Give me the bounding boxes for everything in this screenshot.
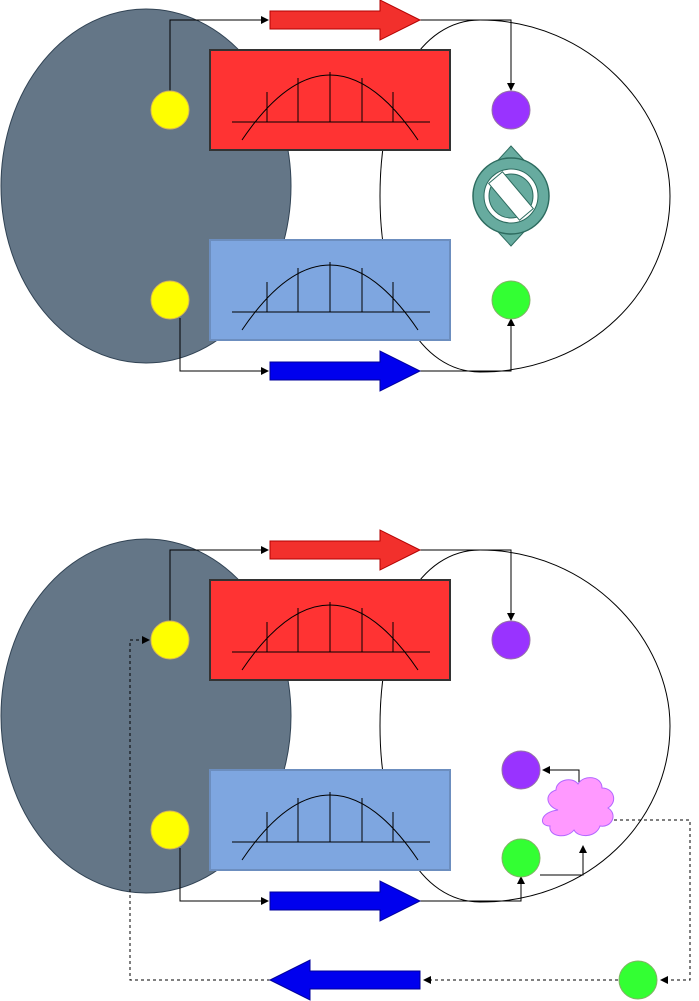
blue-bridge-box [209,239,451,341]
outside-green-node [618,960,658,1000]
arch-bridge-icon [232,602,430,671]
panel-top [0,0,671,392]
connector-yellow-to-blue-arrow [179,848,269,905]
red-flow-arrow [269,0,422,41]
arch-bridge-icon [232,262,430,331]
dashed-cloud-to-outside-green [614,819,691,984]
blue-bridge-box [209,769,451,871]
red-bridge-box [209,49,451,151]
blue-flow-arrow [269,350,422,392]
purple-node [491,90,531,130]
red-flow-arrow [269,529,422,571]
yellow-node [150,810,190,850]
cloud-icon [542,777,615,837]
connector-yellow-to-red-arrow [169,546,269,640]
green-node [491,280,531,320]
green-node [501,838,541,878]
yellow-node [150,90,190,130]
panel-bottom [0,529,691,1001]
arch-bridge-icon [232,792,430,861]
connector-red-arrow-to-purple [420,549,515,621]
blue-return-arrow [268,959,421,1001]
arch-bridge-icon [232,72,430,141]
connector-blue-arrow-to-green [420,876,525,902]
no-sync-icon [472,145,550,247]
red-bridge-box [209,579,451,681]
blue-flow-arrow [269,880,422,922]
purple-node [491,620,531,660]
connector-yellow-to-blue-arrow [179,318,269,375]
connector-yellow-to-red-arrow [169,16,269,110]
yellow-node [150,620,190,660]
yellow-node [150,280,190,320]
connector-green-to-cloud [540,845,587,876]
purple-node [501,750,541,790]
connector-blue-arrow-to-green [420,318,515,372]
connector-red-arrow-to-purple [420,19,515,91]
